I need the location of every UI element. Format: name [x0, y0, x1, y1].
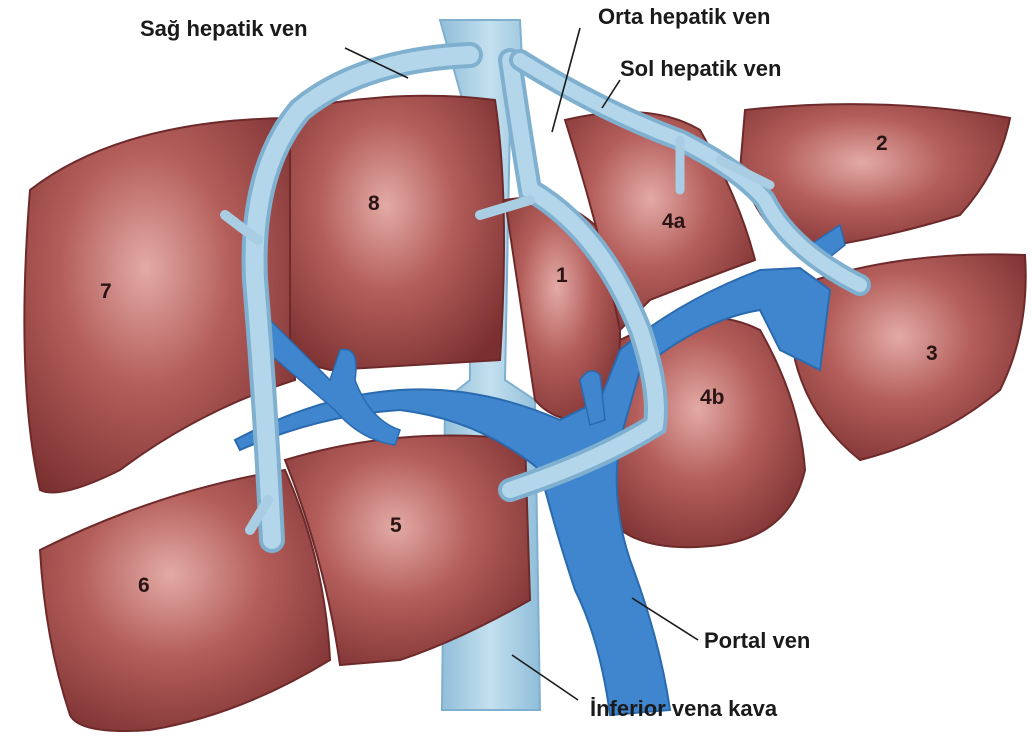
segment-label-7: 7 — [100, 280, 112, 303]
segment-label-4a: 4a — [662, 210, 686, 233]
segment-8-shape — [290, 96, 504, 370]
segment-3-shape — [795, 254, 1026, 460]
label-portal-vein: Portal ven — [704, 628, 810, 653]
segment-label-6: 6 — [138, 574, 150, 597]
segment-label-2: 2 — [876, 132, 888, 155]
segment-label-3: 3 — [926, 342, 938, 365]
segment-label-5: 5 — [390, 514, 402, 537]
segment-label-8: 8 — [368, 192, 380, 215]
label-middle-hepatic-vein: Orta hepatik ven — [598, 4, 770, 29]
label-left-hepatic-vein: Sol hepatik ven — [620, 56, 781, 81]
label-inferior-vena-cava: İnferior vena kava — [590, 696, 778, 721]
segment-label-1: 1 — [556, 264, 568, 287]
segment-label-4b: 4b — [700, 386, 725, 409]
segment-6-shape — [40, 470, 330, 731]
label-right-hepatic-vein: Sağ hepatik ven — [140, 16, 308, 41]
